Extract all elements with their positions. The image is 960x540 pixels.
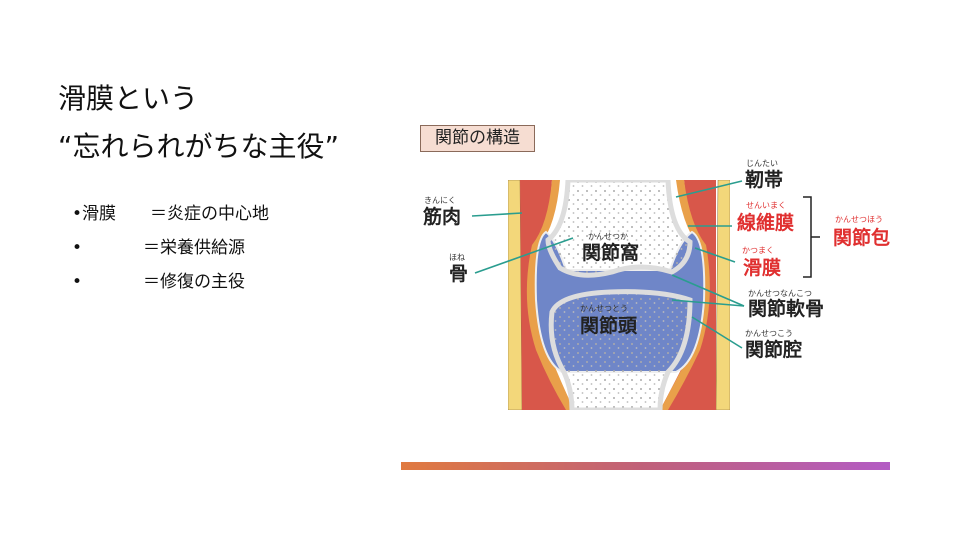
gradient-bar	[401, 462, 890, 470]
bullet-text: ＝栄養供給源	[143, 238, 245, 258]
bullet-item: • ＝栄養供給源	[72, 237, 245, 259]
bullet-marker: •	[72, 238, 83, 258]
label-joint-cavity: 関節腔	[745, 339, 803, 361]
label-synovium: 滑膜	[743, 257, 782, 279]
ruby-cavity: かんせつこう	[745, 329, 793, 338]
label-joint-capsule: 関節包	[833, 227, 890, 249]
label-fibrous-membrane: 線維膜	[737, 212, 795, 234]
ruby-bone: ほね	[449, 253, 465, 262]
ruby-glenoid: かんせつか	[588, 232, 628, 241]
label-cartilage: 関節軟骨	[748, 298, 825, 320]
left-fat-layer	[508, 180, 523, 410]
bullet-text: ＝修復の主役	[143, 272, 245, 292]
right-fat-layer	[715, 180, 730, 410]
lower-bone	[548, 289, 693, 410]
bullet-item: •滑膜 ＝炎症の中心地	[72, 203, 269, 225]
bullet-item: • ＝修復の主役	[72, 271, 245, 293]
ruby-muscle: きんにく	[424, 196, 456, 205]
slide-title-line1: 滑膜という	[58, 82, 199, 115]
capsule-bracket	[803, 196, 820, 278]
label-head: 関節頭	[580, 315, 638, 337]
leader-lines	[471, 180, 745, 349]
ruby-synovium: かつまく	[742, 246, 774, 255]
ruby-ligament: じんたい	[746, 159, 778, 168]
slide-title-line2: “忘れられがちな主役”	[58, 130, 340, 163]
right-muscle	[660, 180, 716, 410]
ruby-cartilage: かんせつなんこつ	[748, 289, 812, 298]
upper-bone	[545, 180, 693, 278]
figure-title: 関節の構造	[420, 125, 535, 152]
left-capsule	[526, 180, 574, 410]
ruby-head: かんせつとう	[580, 304, 628, 313]
bullet-text: ＝炎症の中心地	[150, 204, 270, 224]
left-muscle	[520, 180, 574, 410]
label-bone: 骨	[449, 263, 469, 285]
ruby-fibrous: せんいまく	[746, 201, 786, 210]
label-ligament: 靭帯	[745, 169, 784, 191]
ruby-capsule: かんせつほう	[835, 215, 883, 224]
bullet-term: 滑膜	[82, 204, 117, 224]
bullet-marker: •	[72, 204, 83, 224]
label-glenoid: 関節窩	[582, 242, 640, 264]
label-muscle: 筋肉	[423, 206, 462, 228]
bullet-marker: •	[72, 272, 83, 292]
